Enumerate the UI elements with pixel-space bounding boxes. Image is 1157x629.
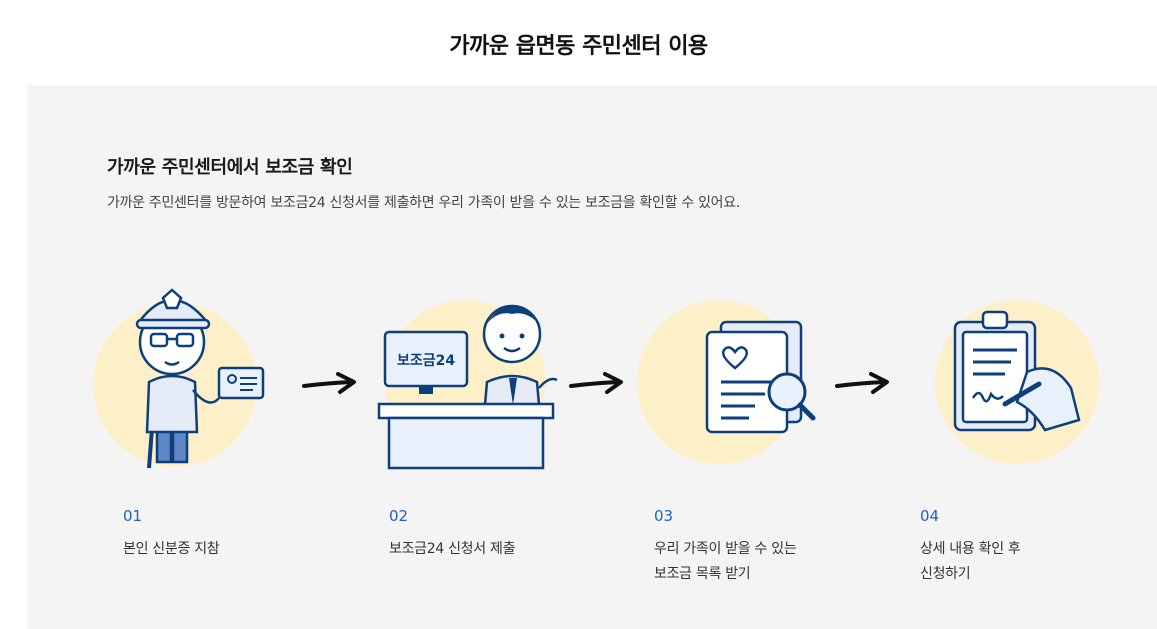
step-number: 02 xyxy=(389,507,409,525)
id-card-photo xyxy=(227,374,237,384)
clipboard-lines xyxy=(973,348,1017,376)
clerk-desk-illustration: 보조금24 xyxy=(377,300,558,470)
step-label-line2: 보조금 목록 받기 xyxy=(654,566,751,582)
desk-front xyxy=(387,416,545,470)
arrow-right-icon xyxy=(302,372,356,394)
cap-badge xyxy=(161,288,183,310)
section-title: 가까운 주민센터에서 보조금 확인 xyxy=(107,157,353,178)
magnifier-icon xyxy=(767,372,807,412)
step-number: 03 xyxy=(654,507,674,525)
step-label: 보조금24 신청서 제출 xyxy=(389,541,516,557)
cap-brim xyxy=(135,318,211,330)
step-4: 04 상세 내용 확인 후 신청하기 xyxy=(920,507,1021,587)
info-panel: 가까운 주민센터에서 보조금 확인 가까운 주민센터를 방문하여 보조금24 신… xyxy=(27,85,1157,629)
mouth xyxy=(164,360,180,366)
id-card-lines xyxy=(240,377,257,391)
step-number: 04 xyxy=(920,507,940,525)
step-1: 01 본인 신분증 지참 xyxy=(123,507,220,562)
clipboard-signing-illustration xyxy=(935,300,1099,464)
clerk-hand xyxy=(538,377,558,389)
pen-icon xyxy=(1002,381,1042,407)
monitor-stand xyxy=(419,386,433,394)
desk-top xyxy=(377,402,555,420)
step-2: 02 보조금24 신청서 제출 xyxy=(389,507,515,562)
hand xyxy=(1015,367,1081,432)
clerk-tie xyxy=(509,378,517,405)
section-description: 가까운 주민센터를 방문하여 보조금24 신청서를 제출하면 우리 가족이 받을… xyxy=(107,195,740,211)
step-label: 우리 가족이 받을 수 있는 xyxy=(654,541,797,557)
document-search-illustration xyxy=(637,300,816,464)
document-lines xyxy=(721,380,773,420)
step-3: 03 우리 가족이 받을 수 있는 보조금 목록 받기 xyxy=(654,507,797,587)
elderly-man-id-card-illustration xyxy=(93,288,265,469)
clerk-head xyxy=(482,304,542,364)
step-label: 상세 내용 확인 후 xyxy=(920,541,1021,557)
step-label-line2: 신청하기 xyxy=(920,566,971,582)
arrow-right-icon xyxy=(569,372,623,394)
clipboard-clip xyxy=(981,310,1009,330)
arrow-right-icon xyxy=(835,372,889,394)
svg-text:보조금24: 보조금24 xyxy=(397,353,455,369)
heart-icon xyxy=(721,346,749,370)
signature xyxy=(971,391,1004,403)
clipboard-paper xyxy=(961,330,1029,424)
step-label: 본인 신분증 지참 xyxy=(123,541,220,557)
step-number: 01 xyxy=(123,507,143,525)
body xyxy=(145,374,199,434)
arm xyxy=(192,389,220,404)
page-title: 가까운 읍면동 주민센터 이용 xyxy=(449,34,708,59)
clerk-hair xyxy=(485,305,541,326)
